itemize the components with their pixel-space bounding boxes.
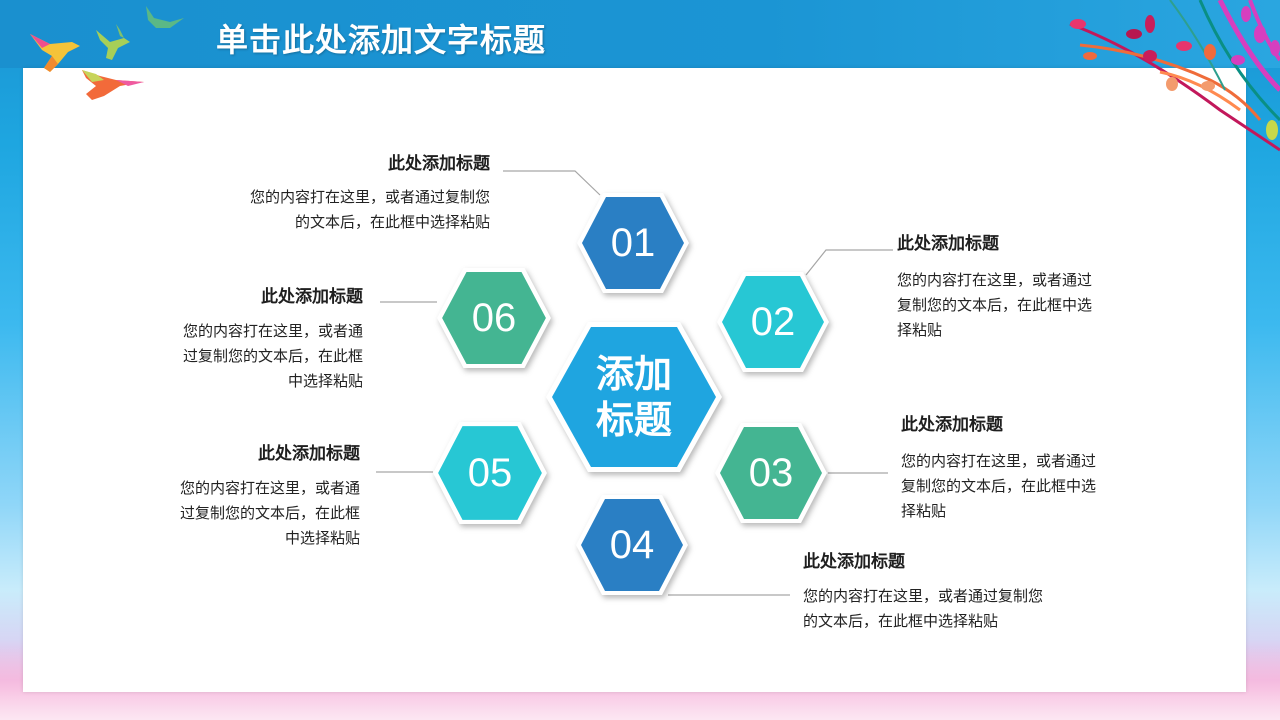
block-body: 您的内容打在这里，或者通过复制您 的文本后，在此框中选择粘贴 — [249, 188, 490, 231]
block-heading: 此处添加标题 — [261, 287, 363, 307]
center-title-line2: 标题 — [595, 398, 672, 442]
step-number: 01 — [610, 221, 656, 265]
block-heading: 此处添加标题 — [897, 234, 999, 254]
block-heading: 此处添加标题 — [803, 552, 905, 572]
text-block-03[interactable]: 此处添加标题 您的内容打在这里，或者通过 复制您的文本后，在此框中选 择粘贴 — [901, 413, 1161, 524]
step-number: 02 — [750, 300, 796, 344]
birds-decoration-icon — [30, 6, 184, 100]
block-body: 您的内容打在这里，或者通 过复制您的文本后，在此框 中选择粘贴 — [179, 479, 360, 547]
step-number: 03 — [748, 451, 794, 495]
hexagon-06[interactable]: 06 — [436, 267, 552, 369]
hexagon-03[interactable]: 03 — [714, 422, 828, 524]
text-block-05[interactable]: 此处添加标题 您的内容打在这里，或者通 过复制您的文本后，在此框 中选择粘贴 — [120, 442, 360, 551]
block-heading: 此处添加标题 — [258, 444, 360, 464]
block-heading: 此处添加标题 — [901, 415, 1003, 435]
header-band — [0, 0, 1280, 68]
branches-decoration-icon — [1069, 0, 1280, 152]
block-body: 您的内容打在这里，或者通 过复制您的文本后，在此框 中选择粘贴 — [182, 322, 363, 390]
text-block-02[interactable]: 此处添加标题 您的内容打在这里，或者通过 复制您的文本后，在此框中选 择粘贴 — [897, 232, 1157, 343]
step-number: 05 — [467, 451, 513, 495]
hexagon-05[interactable]: 05 — [432, 421, 548, 525]
block-body: 您的内容打在这里，或者通过复制您 的文本后，在此框中选择粘贴 — [803, 587, 1044, 630]
hexagon-02[interactable]: 02 — [716, 271, 830, 373]
center-title: 添加 标题 — [596, 351, 672, 443]
block-body: 您的内容打在这里，或者通过 复制您的文本后，在此框中选 择粘贴 — [897, 271, 1093, 339]
text-block-06[interactable]: 此处添加标题 您的内容打在这里，或者通 过复制您的文本后，在此框 中选择粘贴 — [123, 285, 363, 394]
block-body: 您的内容打在这里，或者通过 复制您的文本后，在此框中选 择粘贴 — [901, 452, 1097, 520]
center-hexagon[interactable]: 添加 标题 — [544, 320, 724, 474]
block-heading: 此处添加标题 — [388, 154, 490, 174]
slide-title[interactable]: 单击此处添加文字标题 — [216, 21, 547, 59]
step-number: 06 — [471, 296, 517, 340]
hexagon-01[interactable]: 01 — [576, 192, 690, 294]
center-title-line1: 添加 — [595, 352, 672, 396]
text-block-01[interactable]: 此处添加标题 您的内容打在这里，或者通过复制您 的文本后，在此框中选择粘贴 — [190, 152, 490, 235]
hexagon-04[interactable]: 04 — [575, 494, 689, 596]
step-number: 04 — [609, 523, 655, 567]
text-block-04[interactable]: 此处添加标题 您的内容打在这里，或者通过复制您 的文本后，在此框中选择粘贴 — [803, 550, 1123, 634]
